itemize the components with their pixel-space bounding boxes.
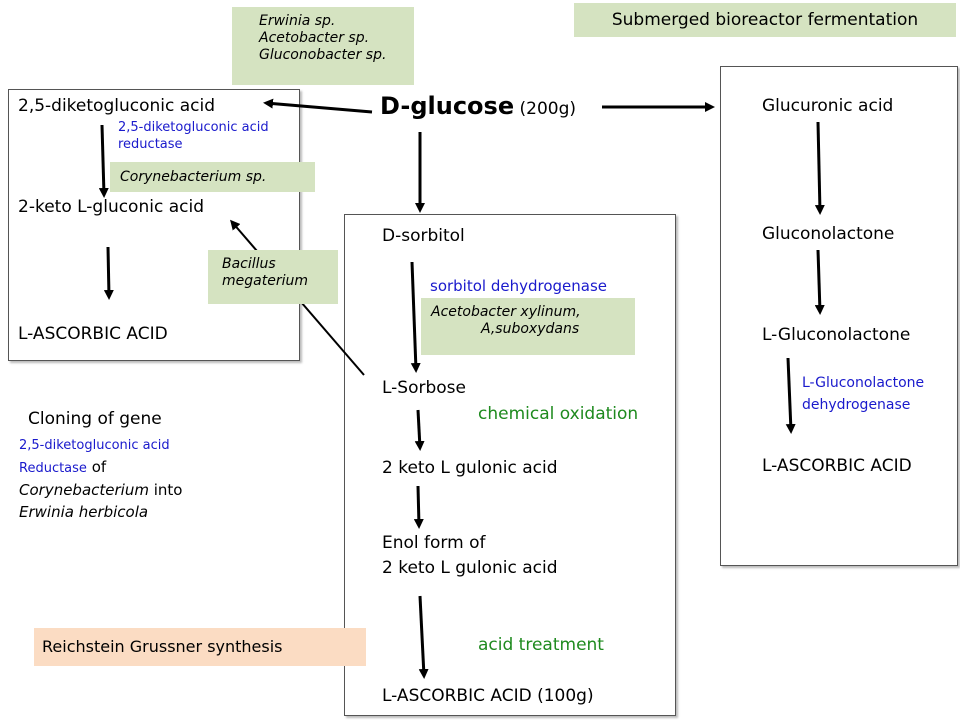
cloning-line1: 2,5-diketogluconic acid bbox=[19, 438, 170, 453]
right-step-gluconolactone: Gluconolactone bbox=[762, 224, 895, 244]
title-box: Submerged bioreactor fermentation bbox=[574, 3, 956, 37]
right-step-ascorbic: L-ASCORBIC ACID bbox=[762, 456, 912, 476]
arrow-middle-4 bbox=[418, 595, 429, 679]
middle-step-enol-line1: Enol form of bbox=[382, 533, 486, 553]
bacillus-box: Bacillus megaterium bbox=[208, 250, 338, 304]
left-pathway-box bbox=[8, 89, 300, 361]
cloning-corynebacterium: Corynebacterium bbox=[19, 481, 149, 499]
organism-acetobacter: Acetobacter sp. bbox=[259, 30, 370, 46]
cloning-line2: Reductase of bbox=[19, 459, 106, 477]
left-step-diketogluconic: 2,5-diketogluconic acid bbox=[18, 96, 216, 116]
middle-step-sorbose: L-Sorbose bbox=[382, 378, 466, 398]
acetobacter-box: Acetobacter xylinum, A,suboxydans bbox=[421, 298, 635, 355]
cloning-of: of bbox=[86, 458, 107, 476]
bacillus-line2: megaterium bbox=[222, 273, 308, 289]
glucose-text: D-glucose bbox=[380, 92, 515, 120]
organism-gluconobacter: Gluconobacter sp. bbox=[259, 47, 387, 63]
arrow-middle-1 bbox=[410, 261, 421, 373]
arrow-left-2 bbox=[103, 246, 114, 300]
organisms-top-box: Erwinia sp. Acetobacter sp. Gluconobacte… bbox=[232, 7, 414, 85]
left-step-ketogluconic: 2-keto L-gluconic acid bbox=[18, 197, 204, 217]
cloning-into: into bbox=[148, 481, 183, 499]
middle-step-ascorbic: L-ASCORBIC ACID (100g) bbox=[382, 686, 594, 706]
acid-treatment-label: acid treatment bbox=[478, 635, 604, 655]
glucose-label: D-glucose (200g) bbox=[380, 94, 577, 119]
cloning-line3: Corynebacterium into bbox=[19, 480, 182, 500]
arrow-middle-3 bbox=[413, 485, 424, 529]
middle-pathway-box bbox=[344, 214, 676, 716]
left-step-ascorbic: L-ASCORBIC ACID bbox=[18, 324, 168, 344]
chemical-oxidation-label: chemical oxidation bbox=[478, 404, 639, 424]
right-enzyme-line1: L-Gluconolactone bbox=[802, 375, 925, 391]
left-enzyme-line2: reductase bbox=[118, 137, 183, 152]
reichstein-box: Reichstein Grussner synthesis bbox=[34, 628, 366, 666]
arrow-right-2 bbox=[814, 249, 825, 315]
cloning-line4: Erwinia herbicola bbox=[19, 503, 149, 521]
arrow-right-1 bbox=[814, 121, 825, 215]
sorbitol-dehydrogenase-label: sorbitol dehydrogenase bbox=[430, 277, 608, 295]
acetobacter-line2: A,suboxydans bbox=[481, 321, 580, 337]
middle-step-sorbitol: D-sorbitol bbox=[382, 226, 465, 246]
cloning-heading: Cloning of gene bbox=[28, 409, 162, 429]
left-enzyme-line1: 2,5-diketogluconic acid bbox=[118, 120, 269, 135]
middle-step-ketogulonic: 2 keto L gulonic acid bbox=[382, 458, 558, 478]
cloning-reductase: Reductase bbox=[19, 461, 87, 476]
arrow-right-3 bbox=[785, 357, 796, 434]
organism-erwinia: Erwinia sp. bbox=[259, 13, 336, 29]
right-step-glucuronic: Glucuronic acid bbox=[762, 96, 894, 116]
arrow-left-1 bbox=[98, 124, 109, 198]
right-enzyme-line2: dehydrogenase bbox=[802, 397, 911, 413]
arrow-middle-2 bbox=[414, 409, 425, 451]
corynebacterium-box: Corynebacterium sp. bbox=[110, 162, 315, 192]
right-step-l-gluconolactone: L-Gluconolactone bbox=[762, 325, 911, 345]
bacillus-line1: Bacillus bbox=[222, 256, 276, 272]
arrow-glucose-to-diketogluconic bbox=[263, 98, 373, 114]
acetobacter-line1: Acetobacter xylinum, bbox=[431, 304, 581, 320]
glucose-amount: (200g) bbox=[519, 99, 577, 119]
middle-step-enol-line2: 2 keto L gulonic acid bbox=[382, 558, 558, 578]
right-pathway-box bbox=[720, 66, 958, 566]
